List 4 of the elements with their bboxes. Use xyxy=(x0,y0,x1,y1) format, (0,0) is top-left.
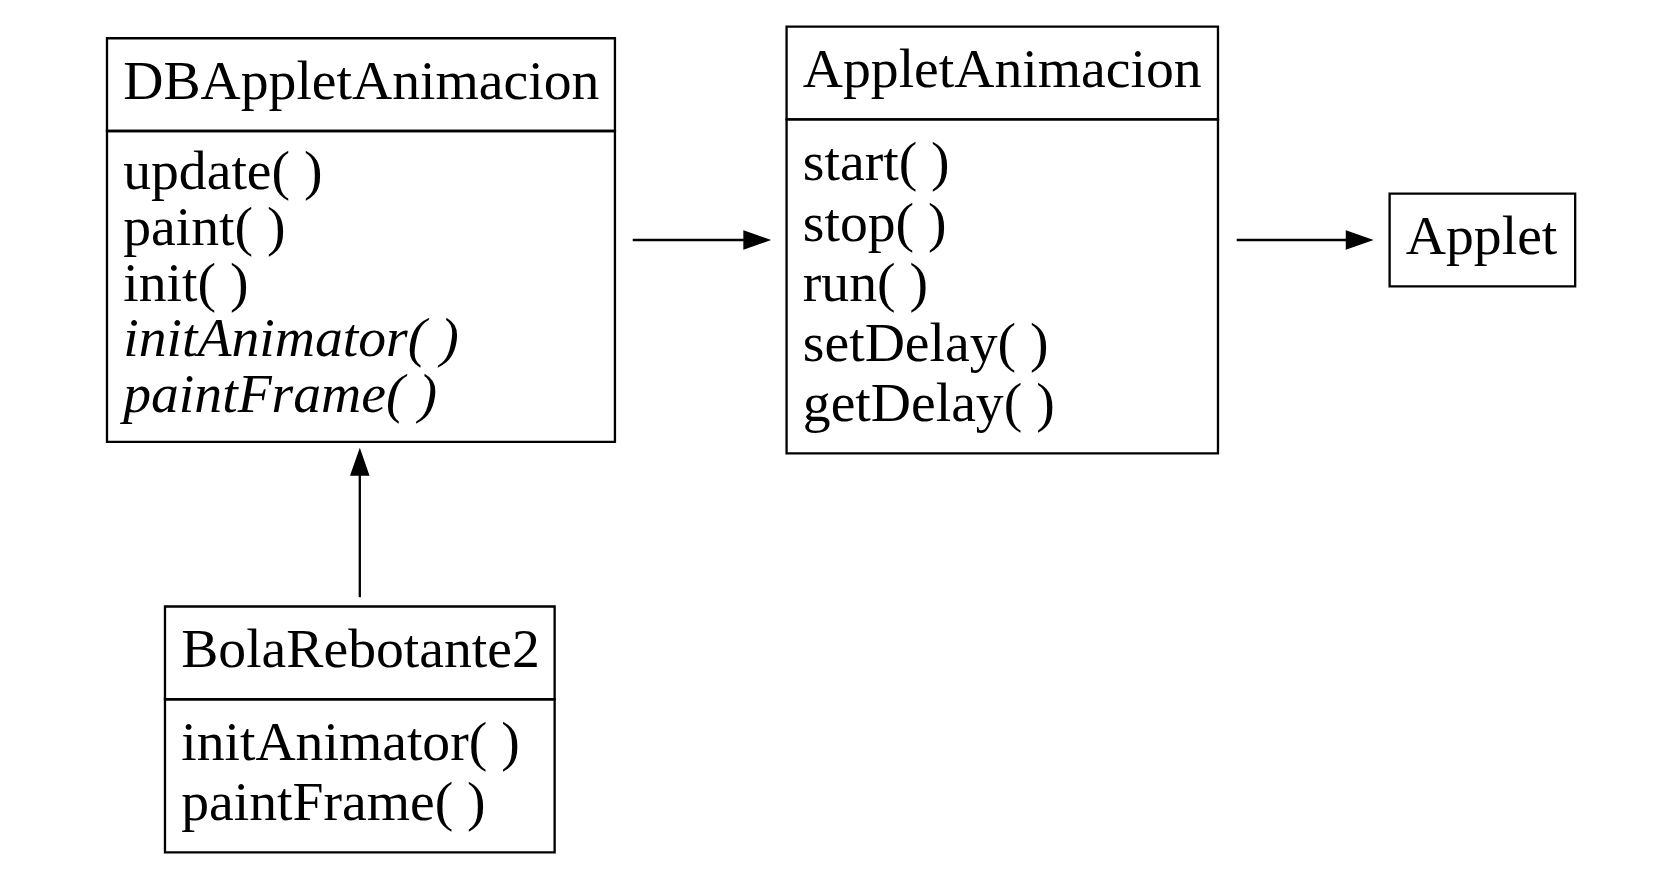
node-box: Applet xyxy=(1387,192,1576,288)
arrow xyxy=(632,230,771,250)
arrow xyxy=(349,447,370,598)
arrow xyxy=(1236,230,1374,250)
